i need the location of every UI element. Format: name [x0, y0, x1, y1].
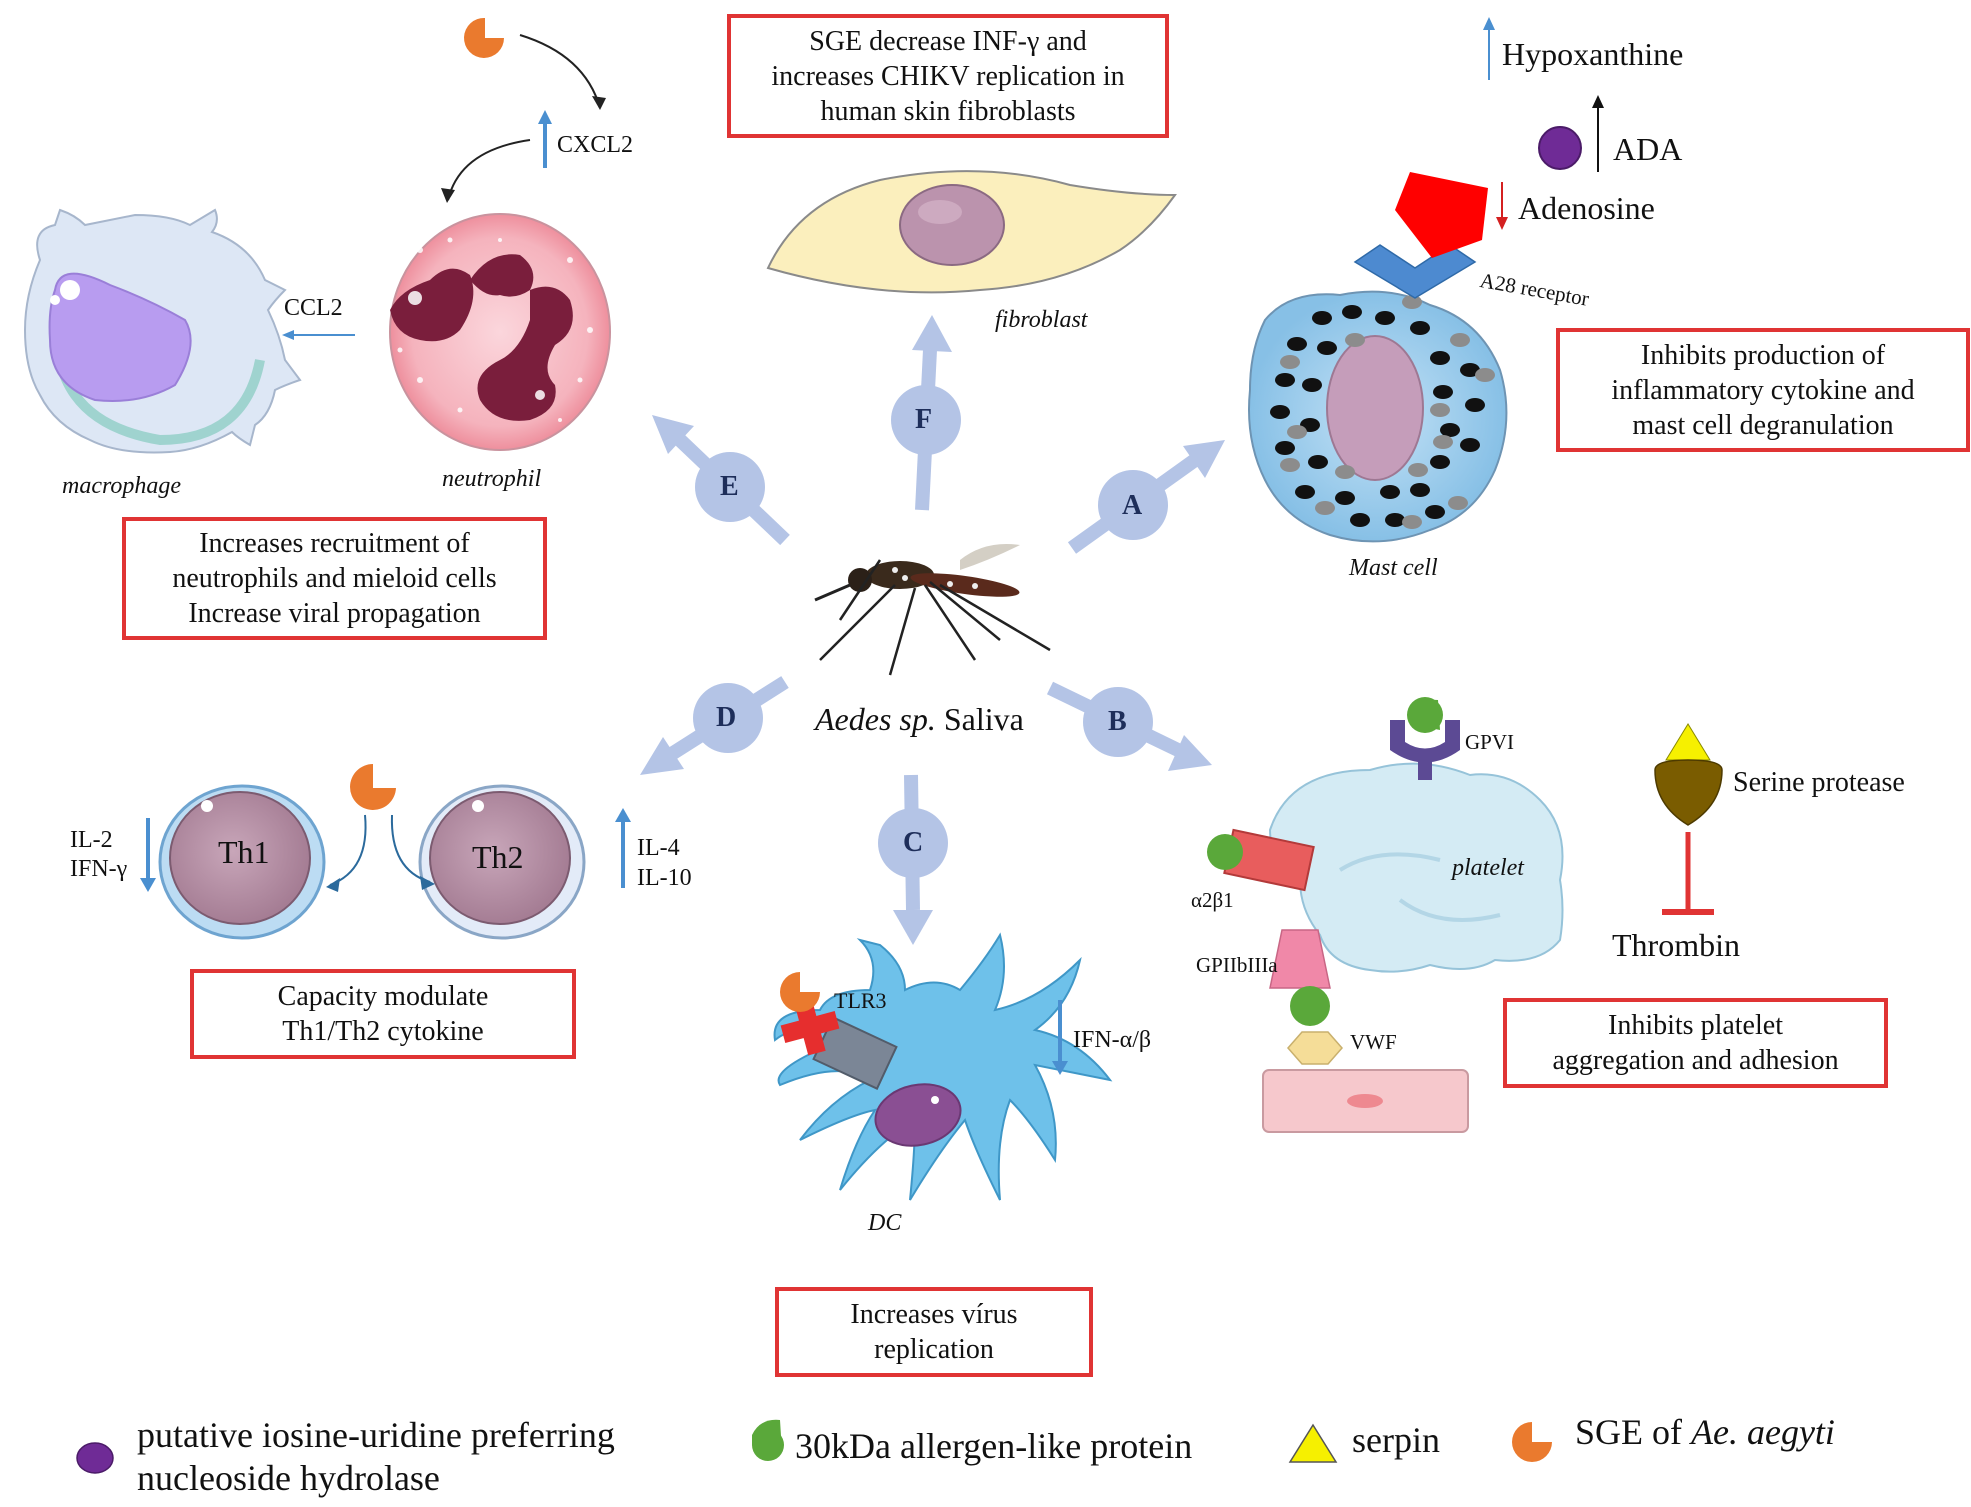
sge-icon-dc: [780, 972, 820, 1012]
a2b1-allergen-icon: [1207, 834, 1243, 870]
sge-icon-top: [464, 17, 504, 58]
branch-label-b: B: [1108, 706, 1127, 737]
th2-cell: [418, 784, 586, 940]
mast-cell: [1248, 290, 1508, 543]
branch-arrow-b: [1046, 681, 1212, 771]
branch-arrow-f: [891, 315, 961, 511]
th2-label: Th2: [472, 839, 524, 875]
il2-label: IL-2: [70, 827, 113, 853]
box-b: Inhibits platelet aggregation and adhesi…: [1503, 998, 1888, 1088]
platelet-label: platelet: [1452, 855, 1524, 881]
branch-label-e: E: [720, 471, 739, 502]
branch-arrow-a: [1067, 440, 1225, 554]
sge-arrow-to-cxcl2: [519, 34, 601, 109]
neutrophil-label: neutrophil: [442, 466, 542, 492]
box-f: SGE decrease INF-γ and increases CHIKV r…: [727, 14, 1169, 138]
branch-label-a: A: [1122, 490, 1143, 521]
sge-icon-th: [350, 764, 396, 810]
gpiib-receptor-icon: [1269, 929, 1331, 989]
branch-arrow-e: [652, 415, 790, 546]
branch-arrow-c: [878, 774, 948, 945]
legend-serpin-icon: [1288, 1423, 1338, 1463]
gpiib-allergen-icon: [1290, 986, 1330, 1026]
hypoxanthine-label: Hypoxanthine: [1502, 36, 1684, 72]
th1-label: Th1: [218, 834, 270, 870]
gpiib-label: GPIIbIIIa: [1196, 953, 1278, 977]
fibroblast-label: fibroblast: [995, 307, 1088, 333]
branch-label-c: C: [903, 827, 924, 858]
il10-label: IL-10: [637, 865, 692, 891]
macrophage-cell: [23, 208, 302, 454]
vwf-icon: [1287, 1031, 1343, 1065]
legend-hydrolase-line1: putative iosine-uridine preferring: [137, 1415, 615, 1455]
center-species: Aedes sp.: [815, 701, 936, 737]
mosquito-icon: [814, 544, 1051, 676]
th1-cell: [158, 784, 326, 940]
adenosine-label: Adenosine: [1518, 190, 1655, 226]
center-saliva: Saliva: [943, 701, 1024, 737]
il4-label: IL-4: [637, 835, 680, 861]
legend-allergen-label: 30kDa allergen-like protein: [795, 1426, 1193, 1466]
box-c: Increases vírus replication: [775, 1287, 1093, 1377]
tlr3-receptor-icon: [812, 1016, 898, 1090]
serine-protease-serpin-icon: [1665, 723, 1711, 761]
serine-protease-icon: [1654, 759, 1723, 826]
ccl2-label: CCL2: [284, 295, 343, 321]
box-d: Capacity modulate Th1/Th2 cytokine: [190, 969, 576, 1059]
legend-hydrolase-line2: nucleoside hydrolase: [137, 1458, 440, 1498]
gpvi-label: GPVI: [1465, 730, 1515, 754]
branch-arrow-d: [640, 676, 789, 775]
tlr3-label: TLR3: [834, 988, 887, 1013]
ifnab-label: IFN-α/β: [1073, 1027, 1152, 1053]
serine-protease-label: Serine protease: [1733, 767, 1905, 798]
vwf-label: VWF: [1350, 1030, 1397, 1054]
legend-sge-label: SGE of Ae. aegyti: [1575, 1412, 1835, 1452]
legend-serpin-label: serpin: [1352, 1420, 1440, 1460]
mast-cell-label: Mast cell: [1349, 555, 1438, 581]
box-a: Inhibits production of inflammatory cyto…: [1556, 328, 1970, 452]
neutrophil-cell: [389, 213, 611, 451]
a28-receptor-icon: [1353, 244, 1477, 299]
legend-hydrolase-icon: [76, 1442, 114, 1474]
center-label: Aedes sp. Saliva: [815, 703, 1024, 735]
branch-label-d: D: [716, 702, 737, 733]
dc-label: DC: [868, 1210, 902, 1236]
box-e: Increases recruitment of neutrophils and…: [122, 517, 547, 640]
branch-label-f: F: [915, 404, 933, 435]
ifng-label: IFN-γ: [70, 856, 128, 882]
ada-label: ADA: [1613, 131, 1683, 167]
a2b1-label: α2β1: [1191, 888, 1234, 912]
ada-icon: [1538, 126, 1582, 170]
gpvi-receptor-icon: [1390, 720, 1460, 763]
adenosine-icon: [1395, 172, 1488, 258]
fibroblast-cell: [766, 170, 1177, 294]
legend-sge-icon: [1512, 1422, 1552, 1462]
cxcl2-arrow-to-neutrophil: [447, 139, 531, 201]
cxcl2-label: CXCL2: [557, 132, 634, 158]
macrophage-label: macrophage: [62, 473, 182, 499]
dendritic-cell: [773, 932, 1113, 1201]
thrombin-label: Thrombin: [1612, 927, 1740, 963]
